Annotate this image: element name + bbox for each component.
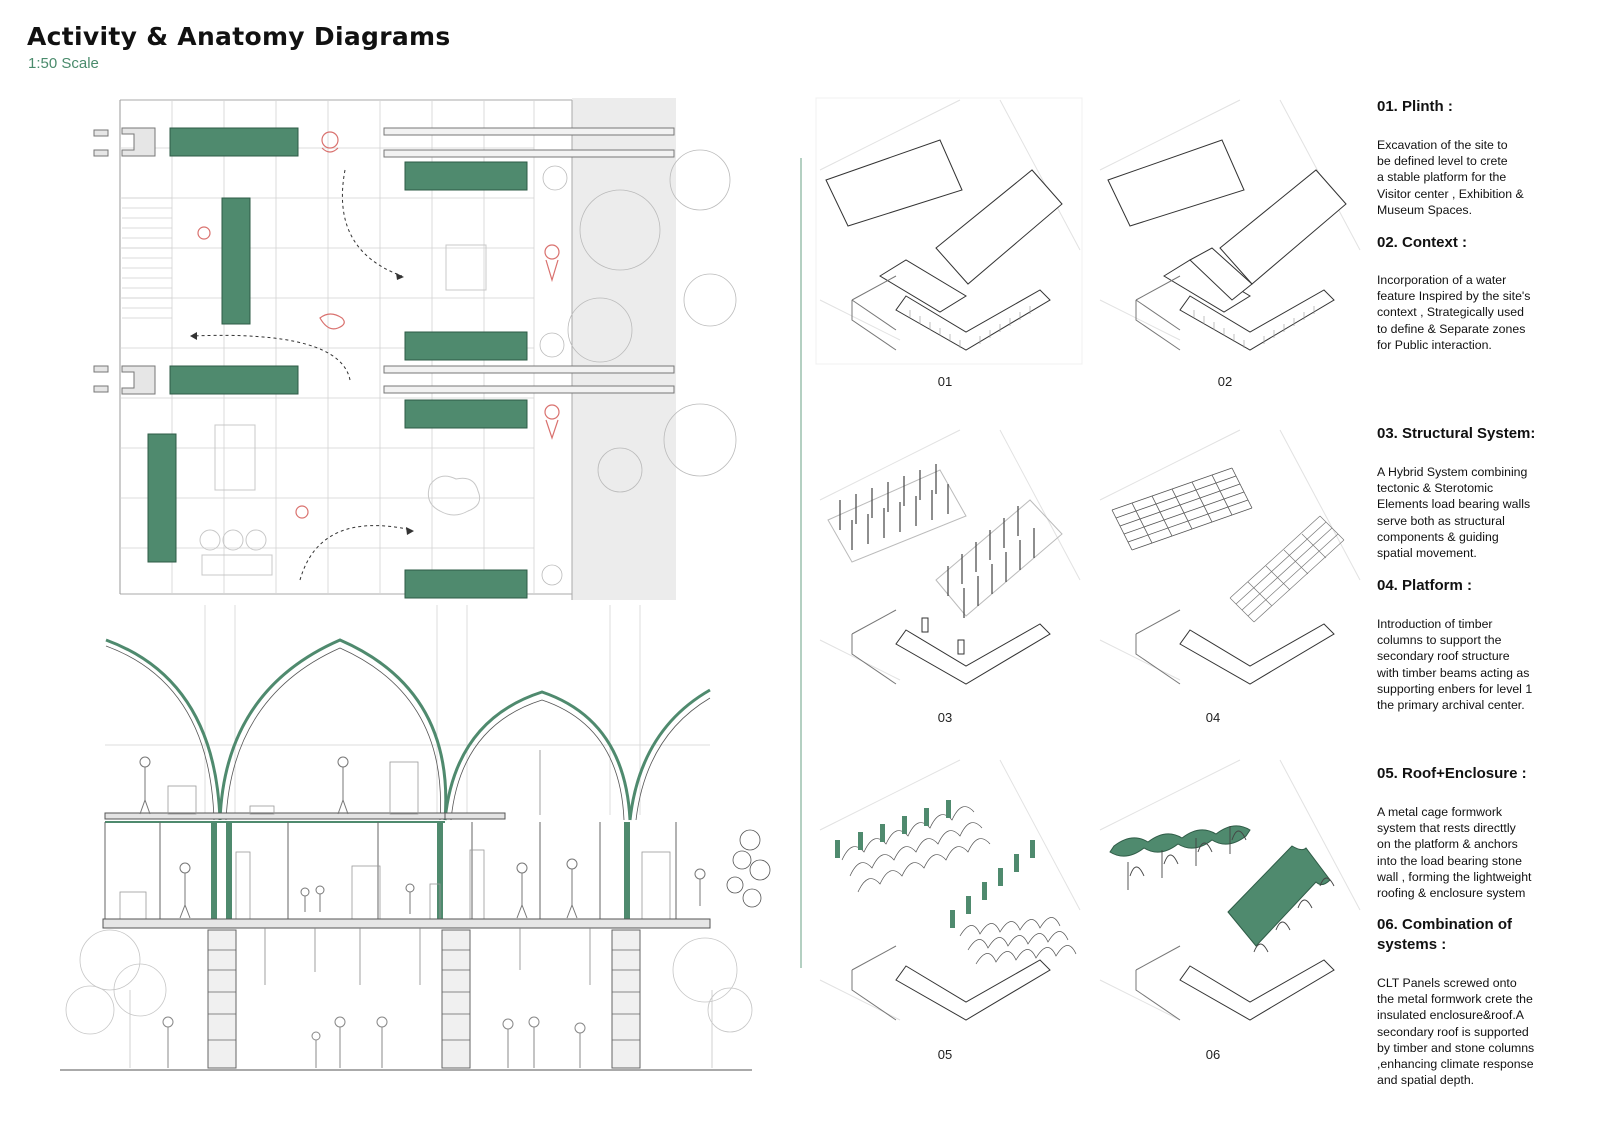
- step-title-02: 02. Context :: [1377, 234, 1468, 251]
- caption-04: 04: [1205, 710, 1221, 725]
- step-title-05: 05. Roof+Enclosure :: [1377, 765, 1527, 782]
- caption-01: 01: [937, 374, 953, 389]
- axon-panel-05: [819, 759, 1081, 1021]
- step-title-03: 03. Structural System:: [1377, 425, 1536, 442]
- furniture: [199, 244, 487, 576]
- step-body-02: Incorporation of a water feature Inspire…: [1377, 273, 1531, 352]
- scale-label: 1:50 Scale: [28, 55, 99, 72]
- step-body-03: A Hybrid System combining tectonic & Ste…: [1377, 465, 1531, 561]
- axon-panel-03: [819, 429, 1081, 685]
- step-body-01: Excavation of the site to be defined lev…: [1377, 138, 1524, 217]
- axon-panel-04: [1099, 429, 1361, 685]
- circulation-arrows: [191, 169, 413, 581]
- green-columns: [211, 822, 630, 920]
- caption-02: 02: [1217, 374, 1233, 389]
- wall-stubs: [93, 127, 156, 395]
- gothic-arches: [105, 638, 711, 821]
- stone-columns: [207, 929, 641, 1069]
- step-title-04: 04. Platform :: [1377, 577, 1473, 594]
- step-title-06: 06. Combination of systems :: [1377, 916, 1512, 953]
- caption-03: 03: [937, 710, 953, 725]
- section-drawing: [60, 605, 771, 1071]
- step-body-06: CLT Panels screwed onto the metal formwo…: [1377, 976, 1535, 1088]
- axon-panel-02: [1099, 99, 1361, 351]
- visitor-figures: [197, 131, 560, 519]
- step-body-05: A metal cage formwork system that rests …: [1377, 805, 1532, 901]
- trees-section: [65, 929, 753, 1068]
- long-walls: [383, 127, 675, 394]
- vegetation-plan: [539, 149, 737, 586]
- axon-panel-01: [815, 97, 1083, 365]
- caption-05: 05: [937, 1047, 953, 1062]
- step-body-04: Introduction of timber columns to suppor…: [1377, 617, 1533, 713]
- caption-06: 06: [1205, 1047, 1221, 1062]
- axon-panel-06: [1099, 759, 1361, 1021]
- exhibit-blocks: [147, 127, 528, 599]
- stairs: [122, 197, 172, 319]
- page-title: Activity & Anatomy Diagrams: [27, 22, 451, 51]
- floor-plan: [93, 98, 737, 600]
- section-figures: [139, 756, 706, 919]
- step-title-01: 01. Plinth :: [1377, 98, 1453, 115]
